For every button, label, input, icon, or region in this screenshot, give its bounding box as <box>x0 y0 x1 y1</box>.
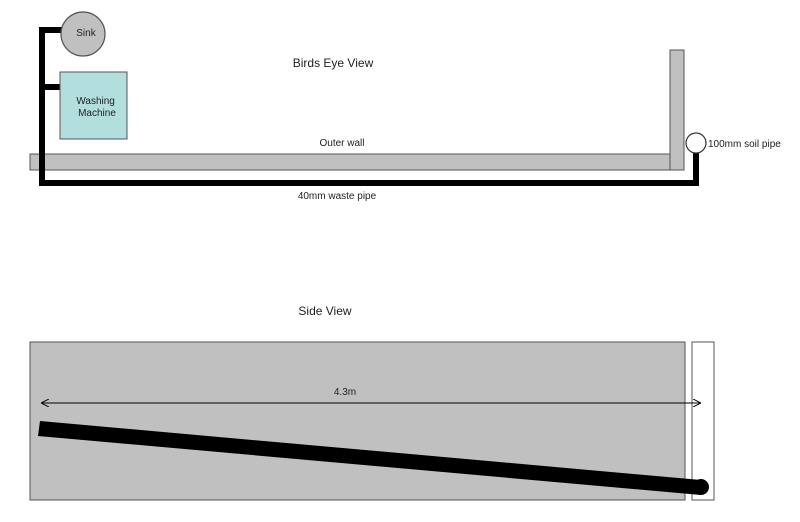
soil-pipe <box>685 132 707 154</box>
washing-machine <box>59 71 128 140</box>
soil-pipe-label: 100mm soil pipe <box>708 139 781 150</box>
waste-pipe <box>39 27 699 186</box>
washing-machine-label: Washing Machine <box>76 96 117 119</box>
soil-stack <box>691 341 715 501</box>
outer-wall-label: Outer wall <box>319 138 364 149</box>
sink-label: Sink <box>76 28 96 39</box>
birds-eye-view: Birds Eye View Outer wall 40mm waste pip… <box>29 11 781 202</box>
waste-pipe-label: 40mm waste pipe <box>298 191 377 202</box>
birds-eye-title: Birds Eye View <box>293 56 374 70</box>
sloped-waste-pipe <box>38 421 701 495</box>
side-view: Side View 4.3m <box>29 304 715 501</box>
sink <box>60 11 106 57</box>
washing-machine-label-line1: Washing <box>76 96 115 107</box>
pipe-end-cap <box>693 479 709 495</box>
side-view-title: Side View <box>298 304 351 318</box>
length-label: 4.3m <box>334 387 356 398</box>
outer-wall <box>29 153 683 171</box>
washing-machine-label-line2: Machine <box>78 108 116 119</box>
outer-wall-return <box>669 49 685 171</box>
